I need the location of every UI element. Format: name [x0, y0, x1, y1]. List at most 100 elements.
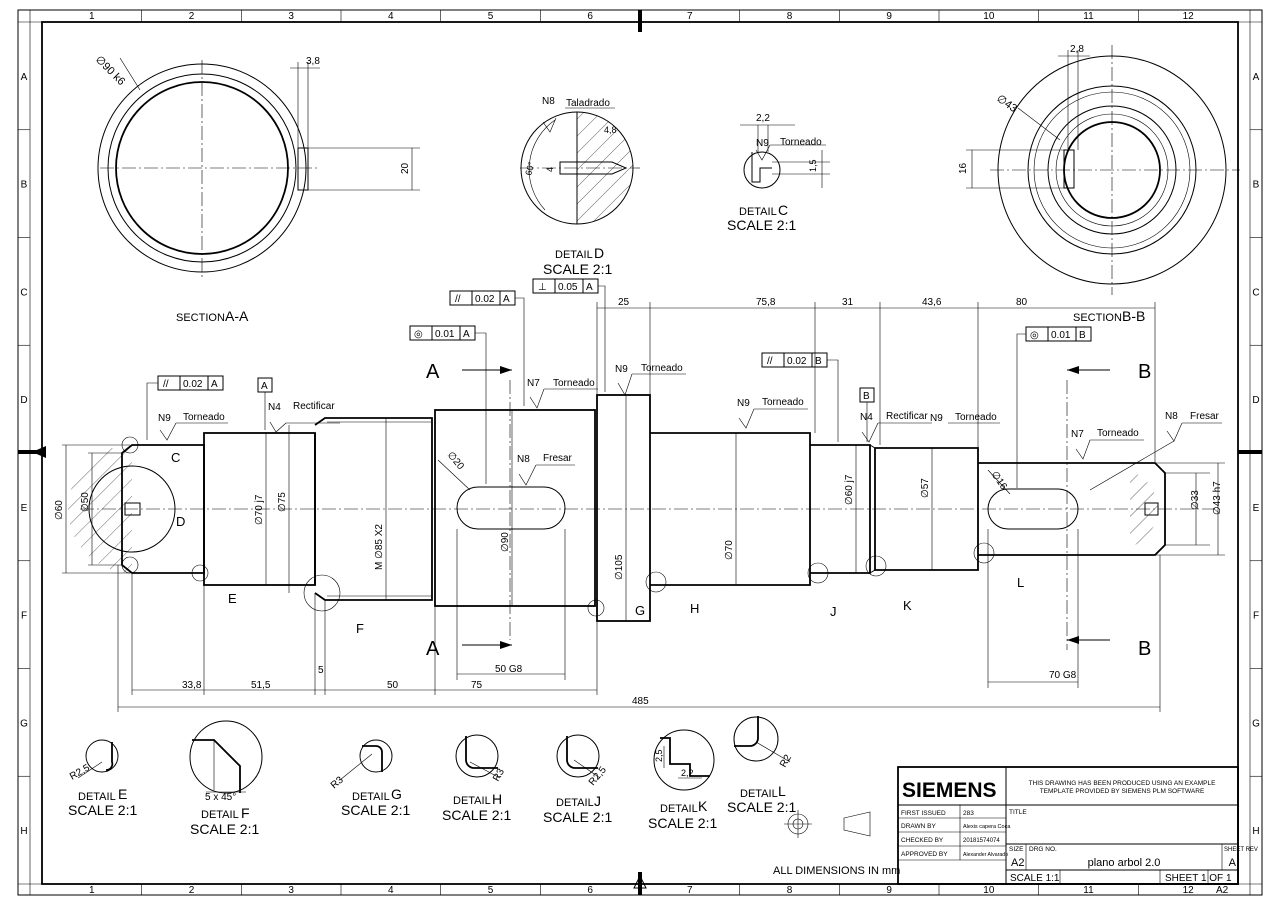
finish-10-n: N8: [1165, 411, 1178, 422]
detail-d-view: N8 Taladrado 4,8 4 60° DETAIL D SCALE 2:…: [520, 96, 640, 277]
gdt-frame-1-value: 0.02: [183, 379, 203, 390]
gdt-frame-6-symbol: ◎: [1030, 330, 1039, 341]
finish-9-n: N7: [1071, 429, 1084, 440]
detail-d-finish: N8: [542, 96, 555, 107]
detail-d-label-big: D: [594, 245, 604, 261]
border-col-10-bottom: 10: [983, 885, 995, 896]
dim-t80: 80: [1016, 297, 1028, 308]
border-col-7-bottom: 7: [687, 885, 693, 896]
detail-l-label-big: L: [778, 783, 786, 799]
border-row-F-left: F: [21, 611, 27, 622]
detail-h-label-big: H: [492, 791, 502, 807]
scale-value: SCALE 1:1: [1010, 873, 1060, 884]
notice-line-2: TEMPLATE PROVIDED BY SIEMENS PLM SOFTWAR…: [1040, 788, 1205, 795]
detail-k-label-big: K: [698, 798, 708, 814]
gdt-frame-3-ref: A: [586, 282, 593, 293]
dim-k50g8: 50 G8: [495, 664, 523, 675]
border-col-1-top: 1: [89, 11, 95, 22]
detail-k-scale: SCALE 2:1: [648, 815, 717, 831]
detail-j-label-big: J: [594, 793, 601, 809]
border-col-5-top: 5: [488, 11, 494, 22]
detail-c-view: 2,2 N9 Torneado 1,5 DETAIL C SCALE 2:1: [727, 113, 830, 233]
border-col-12-top: 12: [1183, 11, 1195, 22]
finish-5-n: N8: [517, 454, 530, 465]
zone-e: E: [228, 591, 237, 606]
size-value: A2: [1011, 857, 1024, 869]
gdt-frame-1: // 0.02 A: [146, 375, 224, 440]
gdt-frame-2-symbol: //: [455, 294, 461, 305]
gdt-frame-1-ref: A: [211, 379, 218, 390]
detail-c-scale: SCALE 2:1: [727, 217, 796, 233]
border-col-10-top: 10: [983, 11, 995, 22]
projection-symbol: [784, 810, 871, 838]
section-b-b-label-small: SECTION: [1073, 312, 1122, 324]
detail-e-label-small: DETAIL: [78, 791, 116, 803]
detail-g-label-small: DETAIL: [352, 791, 390, 803]
all-dimensions-note: ALL DIMENSIONS IN mm: [773, 865, 900, 877]
zone-letters: C D E F G H J K L: [171, 450, 1024, 636]
border-row-B-right: B: [1253, 180, 1260, 191]
dim-d57: ∅57: [920, 478, 931, 498]
border-row-E-left: E: [21, 503, 28, 514]
dim-d105: ∅105: [614, 554, 625, 580]
detail-d-scale: SCALE 2:1: [543, 261, 612, 277]
approved-by-label: APPROVED BY: [901, 851, 948, 858]
dim-t43-6: 43,6: [922, 297, 942, 308]
detail-e-scale: SCALE 2:1: [68, 802, 137, 818]
gdt-frame-2-ref: A: [503, 294, 510, 305]
finish-3-t: Torneado: [553, 378, 595, 389]
gdt-frame-6-value: 0.01: [1051, 330, 1071, 341]
detail-c-note: Torneado: [780, 137, 822, 148]
detail-k-label-small: DETAIL: [660, 803, 698, 815]
finish-10-t: Fresar: [1190, 411, 1220, 422]
detail-f-label-small: DETAIL: [201, 809, 239, 821]
border-col-4-top: 4: [388, 11, 394, 22]
finish-6-t: Torneado: [762, 397, 804, 408]
section-mark-b-bottom: B: [1138, 638, 1151, 660]
detail-c-label-big: C: [778, 202, 788, 218]
gdt-datum-b-label: B: [863, 391, 870, 402]
dim-d70j7: ∅70 j7: [254, 494, 265, 525]
dim-l75: 75: [471, 680, 483, 691]
finish-4-t: Torneado: [641, 363, 683, 374]
gdt-frame-3-value: 0.05: [558, 282, 578, 293]
section-mark-a-top: A: [426, 361, 440, 383]
border-row-G-left: G: [20, 718, 28, 729]
gdt-frame-1-symbol: //: [163, 379, 169, 390]
finish-8-n: N9: [930, 413, 943, 424]
section-a-a-label-small: SECTION: [176, 312, 225, 324]
dim-t75-8: 75,8: [756, 297, 776, 308]
checked-by-label: CHECKED BY: [901, 837, 944, 844]
drawn-by-label: DRAWN BY: [901, 823, 936, 830]
drg-no-value: plano arbol 2.0: [1088, 857, 1161, 869]
detail-f-dim: 5 x 45°: [205, 792, 236, 803]
border-col-9-bottom: 9: [886, 885, 892, 896]
gdt-datum-a-label: A: [261, 381, 268, 392]
detail-c-dim-a: 2,2: [756, 113, 770, 124]
dim-d90: ∅90: [500, 532, 511, 552]
drawn-by-value: Alexis capera Coca: [963, 824, 1011, 830]
border-row-C-right: C: [1252, 287, 1259, 298]
detail-l-dim: R2: [778, 753, 794, 770]
border-row-D-left: D: [20, 395, 27, 406]
dim-l485: 485: [632, 696, 649, 707]
border-col-2-bottom: 2: [189, 885, 195, 896]
detail-d-dim-a: 4,8: [604, 125, 617, 135]
length-dimensions: 33,8 51,5 5 50 75 485 50 G8 70 G8 25 75,…: [117, 297, 1161, 712]
detail-h-scale: SCALE 2:1: [442, 807, 511, 823]
border-col-8-top: 8: [787, 11, 793, 22]
size-label: SIZE: [1009, 846, 1024, 853]
finish-6-n: N9: [737, 398, 750, 409]
dim-l5: 5: [318, 665, 324, 676]
section-cut-markers: A A B B: [426, 361, 1151, 660]
border-row-G-right: G: [1252, 718, 1260, 729]
detail-c-label-small: DETAIL: [739, 206, 777, 218]
dim-t31: 31: [842, 297, 854, 308]
